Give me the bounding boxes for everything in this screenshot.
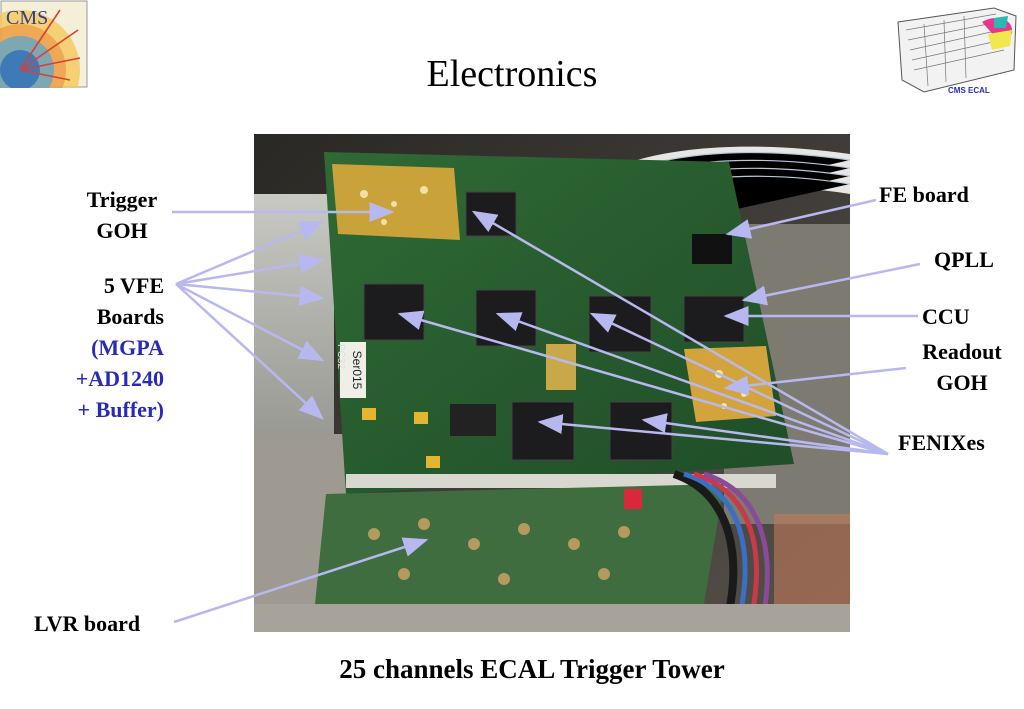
label-vfe-line2: Boards [96, 304, 164, 329]
label-fe-board: FE board [879, 182, 969, 207]
arrow-lvr [173, 537, 429, 624]
label-vfe-sub1: (MGPA [91, 335, 164, 360]
label-trigger-goh-line2: GOH [96, 218, 148, 243]
arrow-readout-goh [723, 366, 907, 396]
arrow-vfe-5 [175, 283, 324, 420]
label-vfe-boards: 5 VFE Boards (MGPA +AD1240 + Buffer) [40, 270, 164, 425]
arrow-fenix-4 [537, 414, 889, 456]
arrow-qpll [741, 262, 921, 306]
arrow-fe-board [725, 198, 877, 239]
serial-sticker: Ser015 [350, 351, 364, 390]
arrow-fenix-6 [471, 210, 889, 456]
arrow-fenix-3 [589, 312, 889, 456]
label-readout-line2: GOH [936, 370, 988, 395]
label-vfe-sub3: + Buffer) [77, 397, 164, 422]
label-vfe-sub2: +AD1240 [75, 366, 164, 391]
arrow-fenix-1 [397, 310, 889, 456]
arrow-fenix-5 [641, 413, 889, 456]
electronics-photo: Ser015 PC32 [254, 134, 850, 632]
arrow-vfe-2 [175, 253, 325, 286]
label-trigger-goh-line1: Trigger [86, 187, 158, 212]
arrow-vfe-1 [175, 220, 325, 286]
ecal-diagram-logo: CMS ECAL [884, 0, 1024, 100]
ecal-logo-text: CMS ECAL [948, 86, 990, 95]
label-ccu: CCU [922, 304, 970, 329]
label-lvr-board: LVR board [34, 611, 141, 636]
board-silkscreen: PC32 [335, 344, 346, 369]
label-readout-line1: Readout [922, 339, 1002, 364]
cms-logo: CMS [0, 0, 88, 88]
label-readout-goh: Readout GOH [908, 336, 1016, 398]
arrow-fenix-2 [495, 312, 889, 456]
arrow-vfe-4 [175, 282, 325, 362]
cms-logo-text: CMS [6, 7, 48, 29]
label-qpll: QPLL [934, 247, 994, 272]
label-vfe-line1: 5 VFE [103, 273, 164, 298]
slide-caption: 25 channels ECAL Trigger Tower [339, 654, 725, 684]
slide-title: Electronics [426, 53, 598, 95]
label-fenixes: FENIXes [898, 430, 985, 455]
label-trigger-goh: Trigger GOH [72, 184, 172, 246]
arrow-vfe-3 [175, 282, 325, 306]
